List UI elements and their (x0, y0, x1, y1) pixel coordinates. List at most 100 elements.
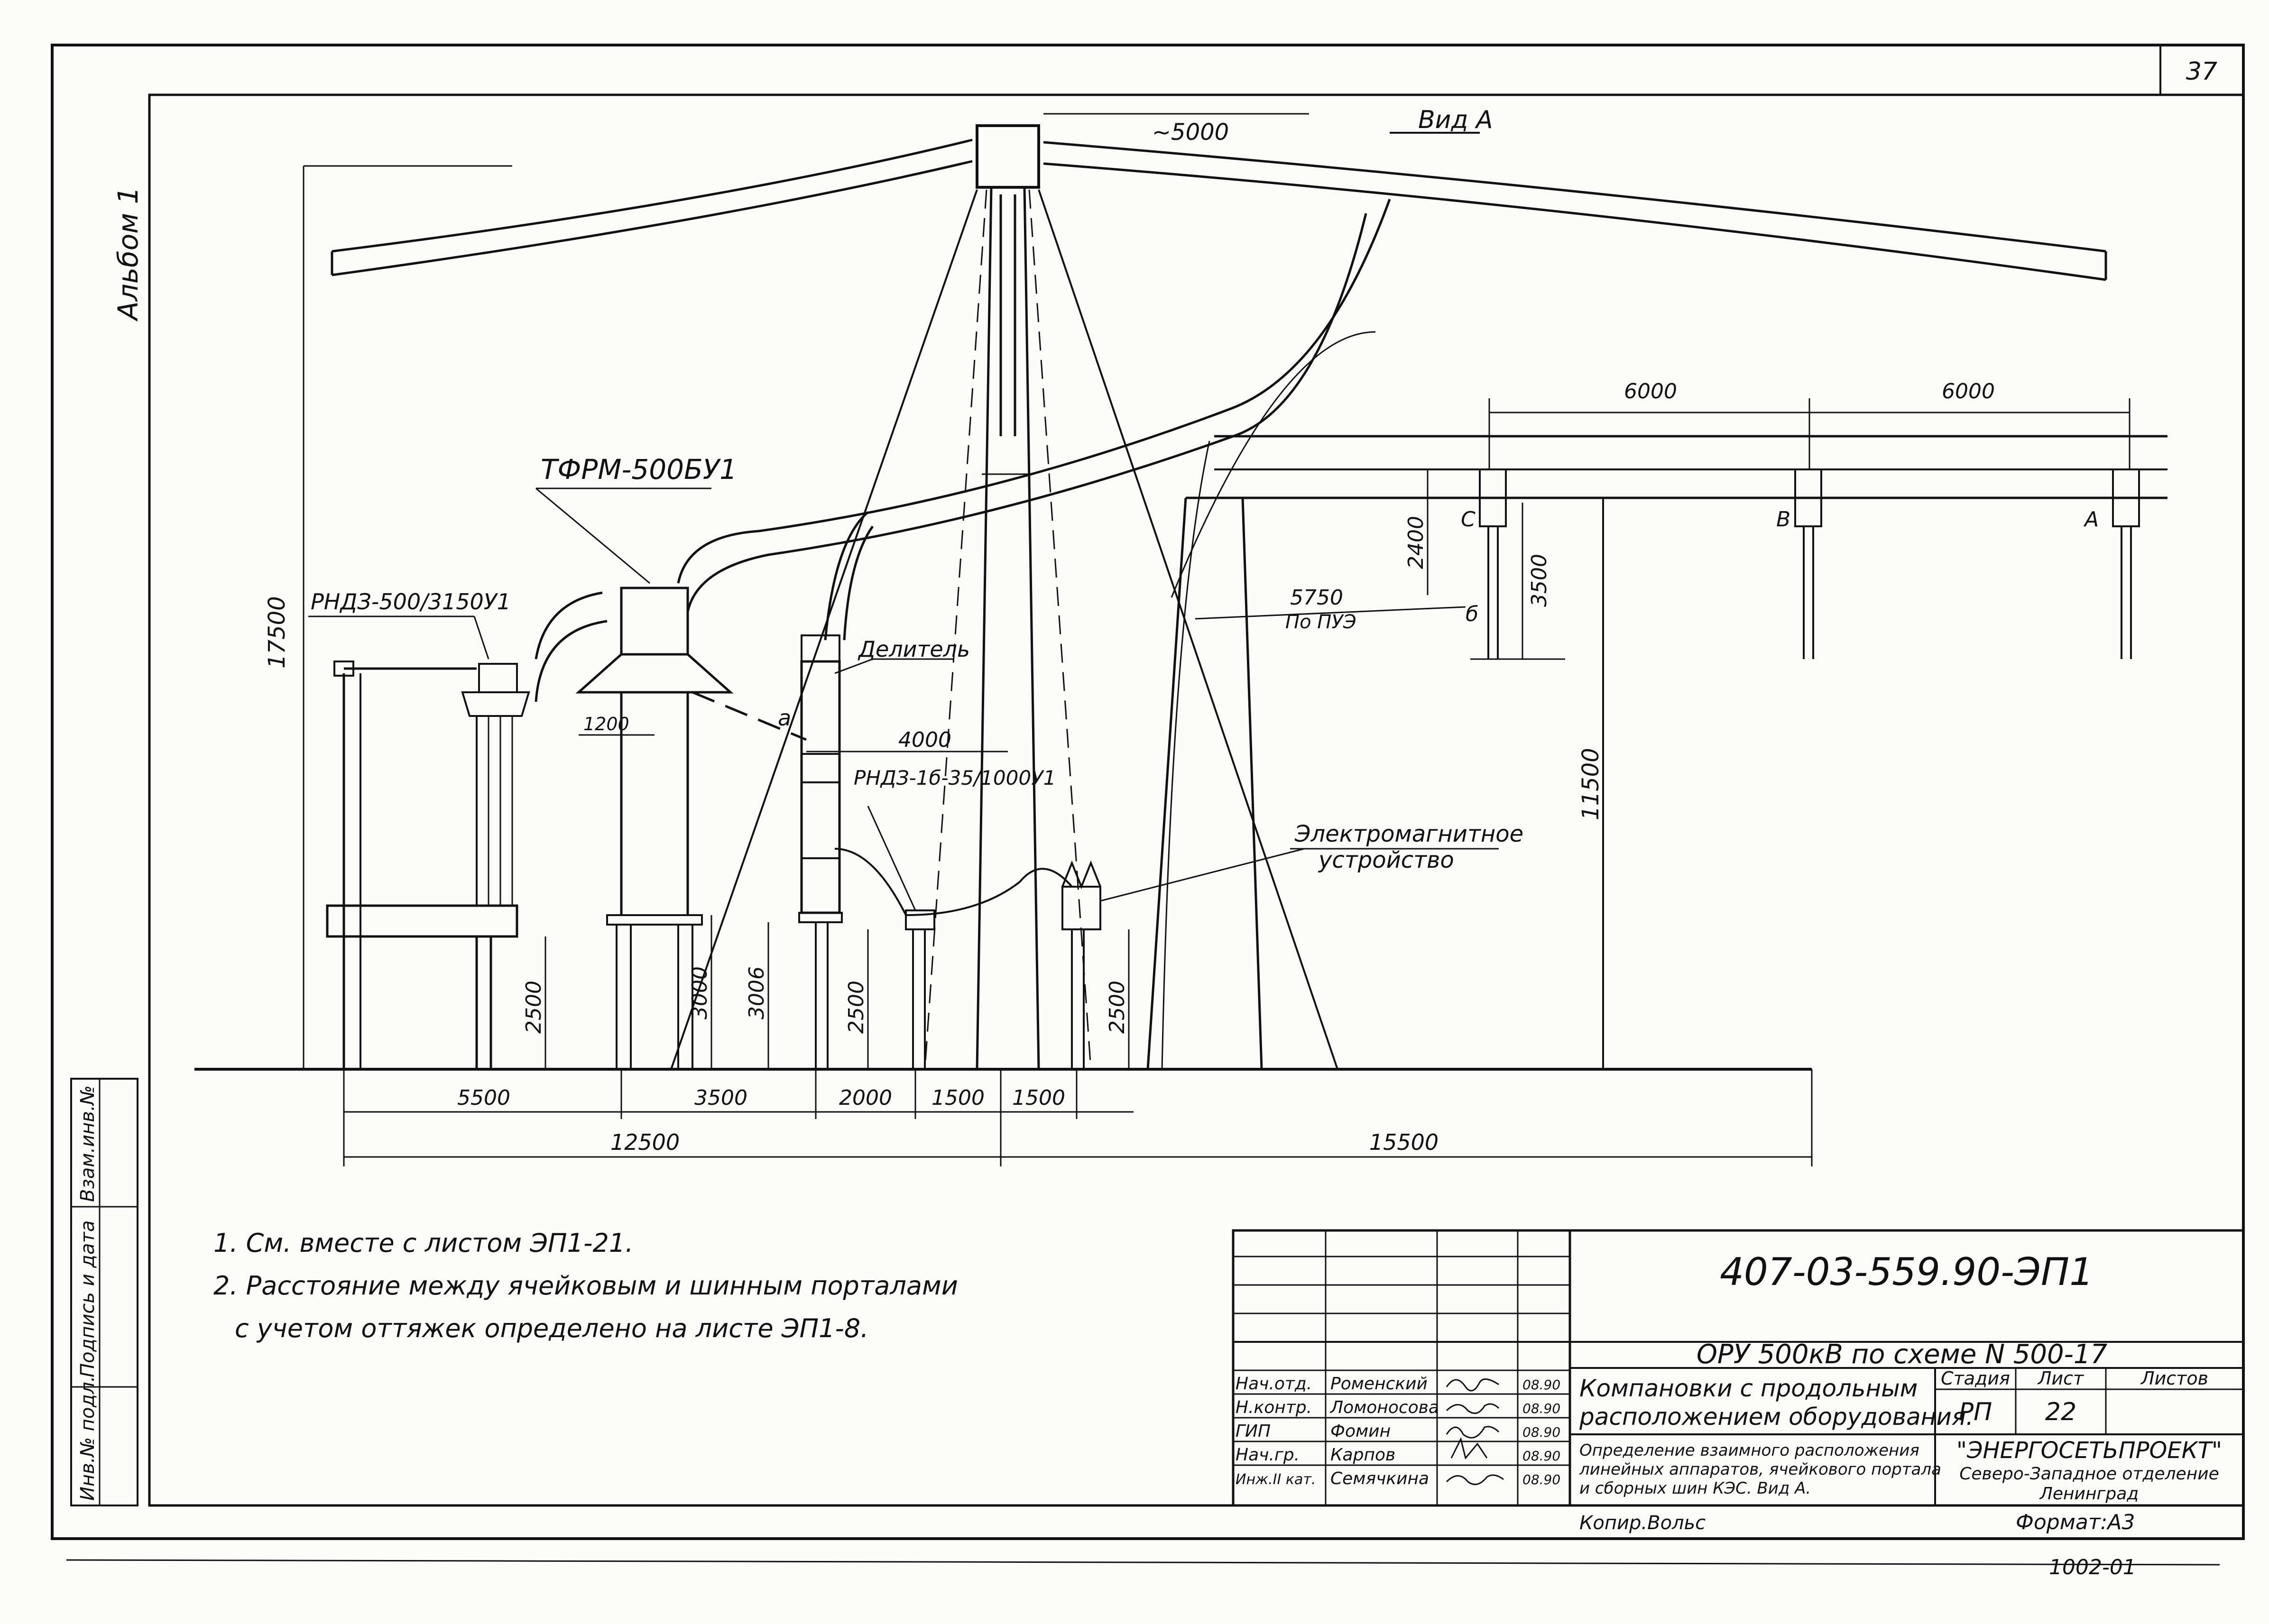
dim-2500-c: 2500 (1105, 981, 1129, 1034)
jumper-divider-a (824, 511, 869, 641)
phase-c-insulators (1479, 468, 1507, 659)
sheet-header: Лист (2037, 1368, 2085, 1389)
staff-name-5: Семячкина (1330, 1469, 1429, 1488)
flexible-bus-upper (677, 199, 1391, 584)
title-block: 407-03-559.90-ЭП1 ОРУ 500кВ по схеме N 5… (1232, 1229, 2245, 1507)
em-device-label-1: Электромагнитное (1294, 821, 1523, 847)
portal-dimensions: 6000 6000 2400 3500 11500 5750 По ПУЭ (1195, 379, 2131, 1069)
album-label: Альбом 1 (112, 187, 144, 322)
dim-6000-left: 6000 (1624, 379, 1677, 404)
staff-role-2: Н.контр. (1236, 1398, 1312, 1417)
staff-role-5: Инж.II кат. (1236, 1471, 1316, 1488)
document-code: 407-03-559.90-ЭП1 (1720, 1250, 2094, 1294)
organization-city: Ленинград (2039, 1484, 2139, 1504)
dim-2400: 2400 (1404, 516, 1428, 569)
dim-11500: 11500 (1577, 748, 1604, 820)
horizontal-dimensions: 5500 3500 2000 1500 1500 12500 15500 (343, 1069, 1813, 1166)
staff-name-3: Фомин (1330, 1422, 1391, 1441)
staff-name-1: Роменский (1330, 1374, 1428, 1394)
dim-5500: 5500 (457, 1086, 510, 1110)
footer-code: 1002-01 (2049, 1555, 2136, 1579)
divider-apparatus: Делитель а 4000 (692, 634, 1008, 1069)
staff-date-4: 08.90 (1522, 1448, 1560, 1464)
stage-header: Стадия (1941, 1368, 2010, 1389)
sheet-description-2: линейных аппаратов, ячейкового портала (1579, 1460, 1941, 1479)
staff-role-4: Нач.гр. (1236, 1445, 1300, 1465)
dim-top-span: ~5000 (1152, 119, 1229, 146)
organization-name: "ЭНЕРГОСЕТЬПРОЕКТ" (1956, 1437, 2222, 1464)
sheet-description-1: Определение взаимного расположения (1579, 1441, 1919, 1460)
staff-date-5: 08.90 (1522, 1472, 1560, 1487)
dim-3500: 3500 (694, 1086, 747, 1110)
divider-label: Делитель (858, 636, 970, 662)
notes: 1. См. вместе с листом ЭП1-21. 2. Рассто… (213, 1228, 958, 1343)
sheet-description-3: и сборных шин КЭС. Вид А. (1579, 1479, 1811, 1498)
dim-2000: 2000 (839, 1086, 892, 1110)
side-stamp: Инв.№ подл. Подпись и дата Взам.инв.№ (70, 1078, 138, 1506)
current-transformer: 1200 ТФРМ-500БУ1 (535, 453, 737, 1069)
dim-2500-a: 2500 (522, 981, 546, 1034)
dim-5750-note: По ПУЭ (1285, 611, 1356, 633)
dim-4000: 4000 (898, 728, 951, 752)
phase-a-insulators (2112, 468, 2140, 659)
staff-role-3: ГИП (1236, 1422, 1271, 1441)
point-b-label: б (1466, 602, 1478, 626)
description-1: Компановки с продольным (1579, 1375, 1918, 1402)
staff-date-1: 08.90 (1522, 1377, 1560, 1393)
dim-3006: 3006 (745, 966, 769, 1019)
dim-3500-right: 3500 (1527, 554, 1551, 607)
paper-format: Формат:А3 (2016, 1510, 2135, 1534)
disconnector-main-label: РНДЗ-500/3150У1 (311, 589, 511, 615)
jumper-left-b (535, 620, 608, 702)
sheet-value: 22 (2045, 1398, 2076, 1426)
stage-value: РП (1959, 1398, 1992, 1426)
sheet-number: 37 (2186, 57, 2217, 86)
note-2: 2. Расстояние между ячейковым и шинным п… (213, 1271, 958, 1301)
phase-b-insulators (1794, 468, 1822, 659)
staff-date-3: 08.90 (1522, 1424, 1560, 1440)
disconnector-rndz500: РНДЗ-500/3150У1 (308, 589, 530, 1069)
overhead-conductor: ~5000 Вид А (331, 106, 2107, 281)
dim-2500-b: 2500 (844, 981, 868, 1034)
jumper-divider-b (843, 525, 874, 641)
staff-date-2: 08.90 (1522, 1401, 1560, 1416)
disconnector-small-label: РНДЗ-1б-35/1000У1 (854, 766, 1056, 789)
phase-b-label: В (1776, 507, 1790, 532)
copied-by: Копир.Вольс (1579, 1512, 1706, 1534)
sheet-frame (51, 44, 2245, 1566)
dim-1500-a: 1500 (932, 1086, 985, 1110)
dim-3000: 3000 (688, 966, 712, 1019)
em-device: Электромагнитное устройство (1061, 821, 1523, 1069)
note-2-cont: с учетом оттяжек определено на листе ЭП1… (235, 1313, 868, 1343)
note-1: 1. См. вместе с листом ЭП1-21. (213, 1228, 633, 1258)
dim-1200: 1200 (583, 714, 629, 734)
dim-5750: 5750 (1290, 586, 1343, 610)
staff-role-1: Нач.отд. (1236, 1374, 1312, 1394)
flexible-bus-lower (686, 213, 1367, 612)
vertical-dimensions: 17500 2500 3000 3006 2500 2500 (264, 165, 1130, 1069)
staff-name-2: Ломоносова (1329, 1398, 1439, 1417)
view-title: Вид А (1418, 106, 1493, 134)
phase-a-label: А (2083, 507, 2099, 532)
portal-tower (670, 124, 1338, 1070)
dim-6000-right: 6000 (1942, 379, 1995, 404)
em-device-label-2: устройство (1318, 847, 1454, 873)
stamp-inv-original: Инв.№ подл. (77, 1376, 99, 1501)
jumper-left-a (535, 591, 603, 660)
transformer-label: ТФРМ-500БУ1 (541, 453, 737, 486)
signatures (1446, 1378, 1504, 1486)
disconnector-rndz35: РНДЗ-1б-35/1000У1 (834, 766, 1073, 1069)
project-title: ОРУ 500кВ по схеме N 500-17 (1697, 1339, 2108, 1370)
description-2: расположением оборудования. (1579, 1403, 1974, 1431)
dim-17500: 17500 (264, 596, 290, 669)
phase-c-label: С (1461, 507, 1476, 532)
dim-1500-b: 1500 (1012, 1086, 1065, 1110)
organization-branch: Северо-Западное отделение (1959, 1464, 2219, 1484)
dim-15500: 15500 (1369, 1129, 1439, 1155)
dim-12500: 12500 (610, 1129, 680, 1155)
stamp-replace-inv: Взам.инв.№ (77, 1085, 99, 1202)
staff-name-4: Карпов (1330, 1445, 1395, 1465)
stamp-signature-date: Подпись и дата (77, 1220, 99, 1377)
